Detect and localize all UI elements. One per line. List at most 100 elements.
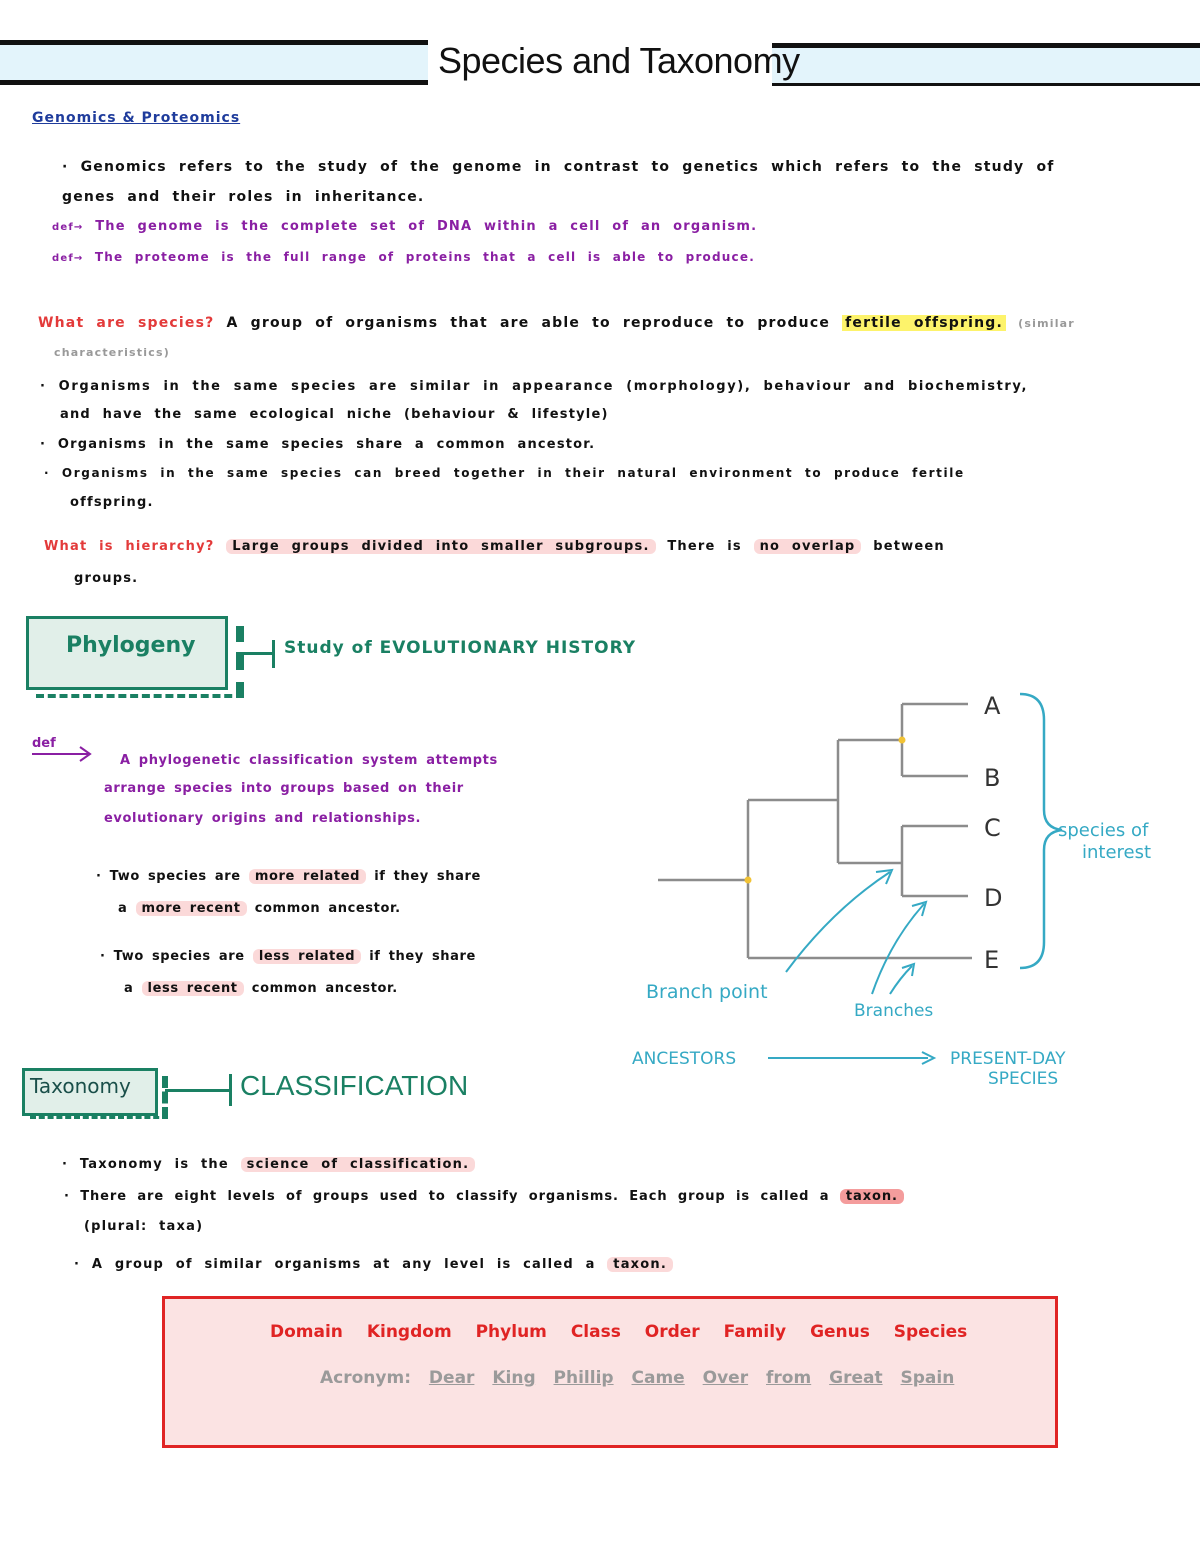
hierarchy-answer-highlight: Large groups divided into smaller subgro…	[226, 539, 656, 554]
taxonomy-bullet-3: · A group of similar organisms at any le…	[74, 1250, 673, 1280]
less-related-highlight: less related	[252, 949, 362, 964]
present-day-label-2: SPECIES	[988, 1069, 1058, 1089]
fertile-offspring-highlight: fertile offspring.	[842, 315, 1007, 331]
taxonomy-bullet-2: · There are eight levels of groups used …	[64, 1182, 904, 1212]
acronym-word-great: Great	[829, 1368, 883, 1388]
acronym-word-king: King	[492, 1368, 536, 1388]
more-recent-highlight: more recent	[135, 901, 247, 916]
header-band-left	[0, 44, 428, 80]
taxonomy-label: Taxonomy	[30, 1074, 131, 1098]
more-related-line-1: · Two species are more related if they s…	[96, 862, 481, 892]
leaf-label-b: B	[984, 764, 1000, 792]
proteome-def-text: The proteome is the full range of protei…	[94, 250, 755, 264]
rank-kingdom: Kingdom	[366, 1322, 452, 1342]
hierarchy-answer: There is	[667, 539, 742, 554]
hierarchy-question: What is hierarchy?	[44, 539, 215, 554]
phylogenetic-tree-diagram: A B C D E species of interest Branch poi…	[632, 692, 1151, 1089]
header-rule-left-top	[0, 40, 428, 45]
leaf-label-a: A	[984, 692, 1001, 720]
taxonomy-connector-tick	[229, 1074, 232, 1106]
header-rule-left-bottom	[0, 80, 428, 85]
more-related-highlight: more related	[248, 869, 367, 884]
phylogeny-connector	[236, 652, 274, 655]
ancestors-label: ANCESTORS	[632, 1049, 736, 1069]
branches-arrow-2	[889, 965, 913, 995]
less-related-a: · Two species are	[100, 949, 245, 964]
acronym-word-spain: Spain	[900, 1368, 955, 1388]
phylogeny-def-prefix: def	[32, 736, 56, 751]
species-of-interest-label-2: interest	[1082, 842, 1151, 863]
taxonomic-ranks-box	[162, 1296, 1058, 1448]
header-band-right	[772, 48, 1200, 84]
phylogeny-def-line-1: A phylogenetic classification system att…	[120, 753, 498, 768]
leaf-label-c: C	[984, 814, 1001, 842]
more-related-line-2: a more recent common ancestor.	[118, 894, 401, 924]
rank-genus: Genus	[810, 1322, 870, 1342]
acronym-word-came: Came	[631, 1368, 685, 1388]
phylogeny-def-line-2: arrange species into groups based on the…	[104, 781, 464, 796]
taxonomic-ranks: Domain Kingdom Phylum Class Order Family…	[270, 1322, 967, 1342]
less-recent-highlight: less recent	[141, 981, 244, 996]
def-arrow-icon	[32, 746, 92, 762]
species-answer-note-2: characteristics)	[54, 346, 170, 359]
less-related-line-2: a less recent common ancestor.	[124, 974, 398, 1004]
more-related-d: common ancestor.	[254, 901, 401, 916]
rank-class: Class	[570, 1322, 621, 1342]
science-highlight: science of classification.	[240, 1157, 476, 1172]
species-bullet-1-line-1: · Organisms in the same species are simi…	[40, 379, 1028, 394]
phylogeny-connector-tick	[272, 640, 275, 668]
acronym-word-phillip: Phillip	[553, 1368, 614, 1388]
hierarchy-answer-2: between	[873, 539, 945, 554]
more-related-c: a	[118, 901, 128, 916]
branch-point-node-root	[744, 876, 752, 884]
section-heading-genomics: Genomics & Proteomics	[32, 110, 241, 126]
acronym-word-over: Over	[702, 1368, 749, 1388]
taxonomy-box-shadow	[30, 1076, 168, 1119]
taxonomy-bullet-1-text: · Taxonomy is the	[62, 1157, 229, 1172]
header-rule-right-top	[772, 43, 1200, 48]
species-brace	[1019, 692, 1063, 970]
species-of-interest-label-1: species of	[1058, 820, 1149, 841]
phylogeny-box	[26, 616, 228, 690]
genome-def-prefix: def→	[52, 222, 84, 233]
branches-arrowhead-2	[901, 962, 916, 977]
leaf-label-e: E	[984, 946, 999, 974]
less-related-b: if they share	[369, 949, 476, 964]
leaf-label-d: D	[984, 884, 1002, 912]
acronym-word-from: from	[766, 1368, 812, 1388]
rank-phylum: Phylum	[475, 1322, 547, 1342]
present-day-label-1: PRESENT-DAY	[950, 1049, 1066, 1069]
taxonomy-box	[22, 1068, 158, 1116]
branches-arrow-1	[871, 903, 925, 995]
taxon-highlight-1: taxon.	[839, 1189, 904, 1204]
more-related-a: · Two species are	[96, 869, 241, 884]
species-bullet-2: · Organisms in the same species share a …	[40, 437, 596, 452]
acronym-label: Acronym:	[320, 1368, 411, 1388]
species-bullet-1-line-2: and have the same ecological niche (beha…	[60, 407, 609, 422]
less-related-d: common ancestor.	[251, 981, 398, 996]
taxonomy-bullet-3-text: · A group of similar organisms at any le…	[74, 1257, 596, 1272]
phylogeny-definition: Study of EVOLUTIONARY HISTORY	[284, 638, 637, 658]
hierarchy-line: What is hierarchy? Large groups divided …	[44, 532, 945, 562]
phylogeny-label: Phylogeny	[66, 633, 196, 658]
branches-label: Branches	[854, 1001, 933, 1021]
taxon-highlight-2: taxon.	[607, 1257, 673, 1272]
taxonomy-connector	[165, 1089, 231, 1092]
branch-point-node-ab	[898, 736, 906, 744]
branch-point-label: Branch point	[646, 981, 768, 1003]
species-answer: A group of organisms that are able to re…	[226, 315, 831, 331]
rank-family: Family	[723, 1322, 787, 1342]
genomics-line-1: · Genomics refers to the study of the ge…	[62, 159, 1055, 175]
branch-point-arrowhead	[875, 868, 894, 885]
taxonomy-bullet-1: · Taxonomy is the science of classificat…	[62, 1150, 476, 1180]
species-bullet-3-line-2: offspring.	[70, 495, 154, 510]
genomics-line-2: genes and their roles in inheritance.	[62, 189, 425, 205]
time-axis-arrowhead	[921, 1051, 937, 1065]
tree-lines	[658, 702, 972, 960]
species-answer-note: (similar	[1018, 317, 1075, 330]
phylogeny-def-line-3: evolutionary origins and relationships.	[104, 811, 422, 826]
species-question-line: What are species? A group of organisms t…	[38, 308, 1075, 339]
less-related-line-1: · Two species are less related if they s…	[100, 942, 476, 972]
rank-species: Species	[893, 1322, 968, 1342]
genome-definition: def→ The genome is the complete set of D…	[52, 212, 757, 243]
